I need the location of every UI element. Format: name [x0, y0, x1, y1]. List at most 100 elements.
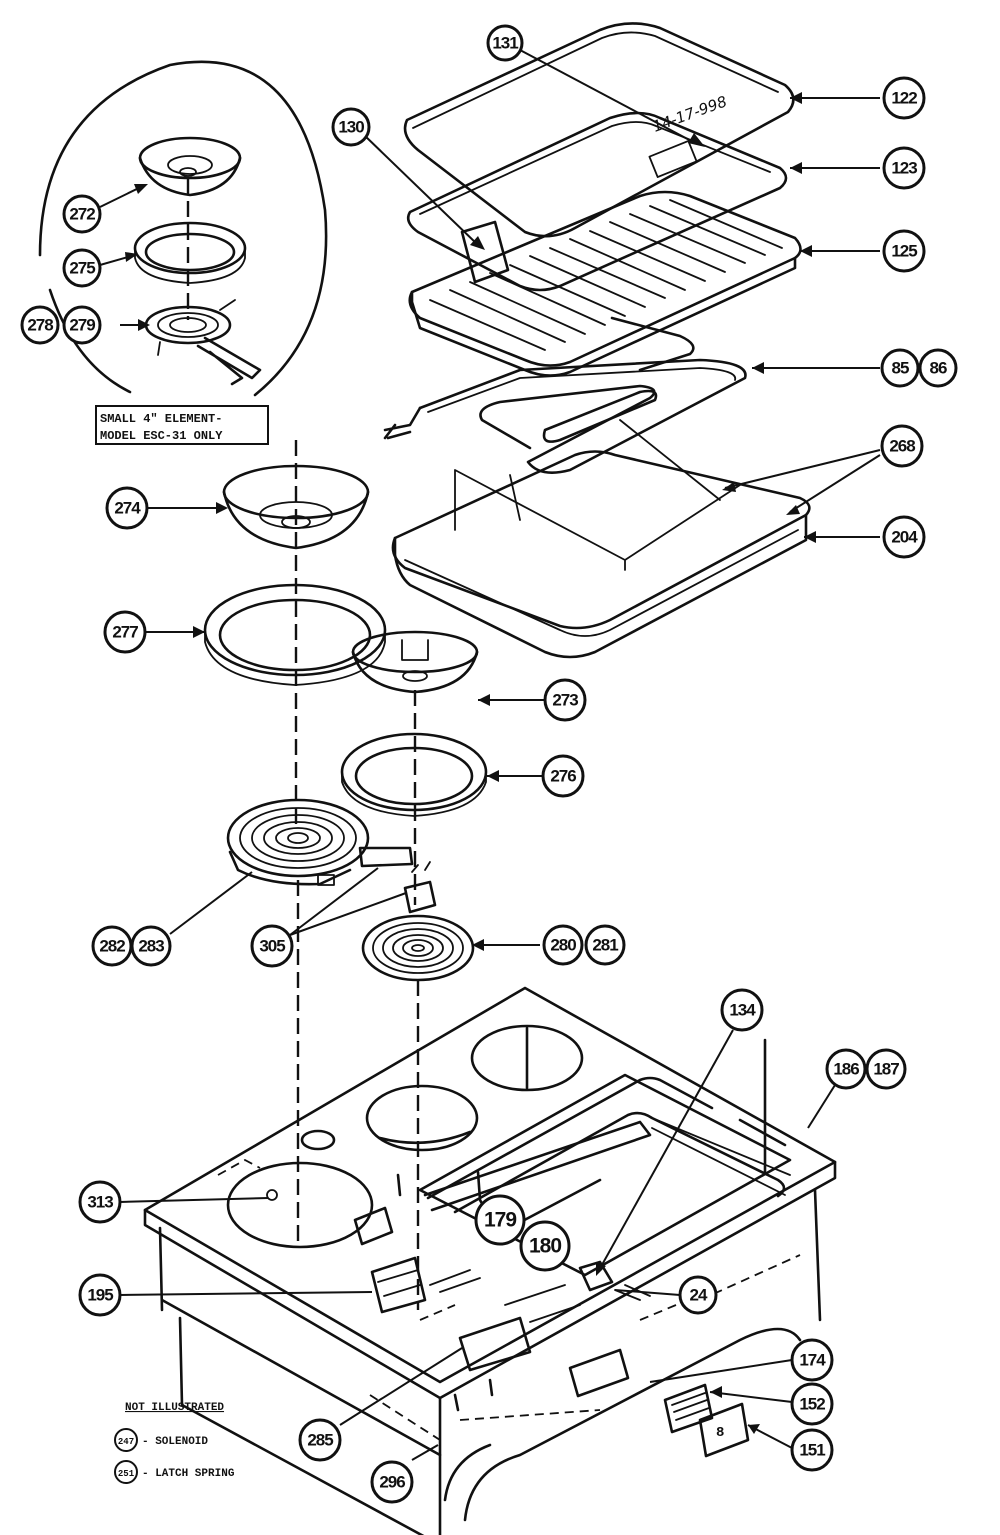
callout-277: 277: [103, 610, 147, 654]
inset-note-line2: MODEL ESC-31 ONLY: [100, 429, 223, 443]
griddle-well: [418, 1038, 792, 1277]
cooktop-burner-openings: [217, 1024, 584, 1249]
callout-273: 273: [543, 678, 587, 722]
callout-179: 179: [474, 1194, 526, 1246]
inset-drip-bowl: [138, 136, 242, 197]
callout-313: 313: [78, 1180, 122, 1224]
callout-268: 268: [880, 424, 924, 468]
inset-note-box: SMALL 4" ELEMENT- MODEL ESC-31 ONLY: [95, 405, 269, 445]
callout-174: 174: [790, 1338, 834, 1382]
svg-text:122: 122: [891, 89, 917, 108]
svg-text:285: 285: [307, 1431, 333, 1450]
callout-279: 279: [62, 305, 102, 345]
not-illustrated-note: NOT ILLUSTRATED 247 - SOLENOID 251 - LAT…: [114, 1402, 235, 1484]
inset-trim-ring: [133, 221, 247, 284]
svg-text:275: 275: [69, 259, 95, 278]
svg-text:279: 279: [69, 316, 95, 335]
svg-text:283: 283: [138, 937, 164, 956]
griddle-cover: 14-17-998: [403, 22, 795, 238]
callout-195: 195: [78, 1273, 122, 1317]
svg-text:280: 280: [550, 936, 576, 955]
svg-text:179: 179: [484, 1209, 516, 1232]
callout-281: 281: [584, 924, 626, 966]
svg-text:125: 125: [891, 242, 917, 261]
leader-lines: [99, 49, 881, 1461]
callout-187: 187: [865, 1048, 907, 1090]
svg-text:85: 85: [892, 359, 909, 378]
svg-text:123: 123: [891, 159, 917, 178]
svg-text:152: 152: [799, 1395, 825, 1414]
callout-151: 151: [790, 1428, 834, 1472]
terminal-block: [403, 861, 437, 914]
callout-278: 278: [20, 305, 60, 345]
svg-text:296: 296: [379, 1473, 405, 1492]
callout-125: 125: [882, 229, 926, 273]
callout-280: 280: [542, 924, 584, 966]
callout-283: 283: [130, 925, 172, 967]
inset-note-line1: SMALL 4" ELEMENT-: [100, 412, 222, 426]
svg-text:273: 273: [552, 691, 578, 710]
not-illustrated-heading: NOT ILLUSTRATED: [125, 1402, 224, 1414]
callout-204: 204: [882, 515, 926, 559]
svg-text:- SOLENOID: - SOLENOID: [142, 1436, 208, 1448]
small-surface-element: [361, 914, 475, 982]
svg-text:195: 195: [87, 1286, 113, 1305]
svg-text:272: 272: [69, 205, 95, 224]
drip-pan: [391, 419, 811, 659]
svg-text:180: 180: [529, 1235, 561, 1258]
inset-detail-circle: [38, 60, 328, 397]
callout-276: 276: [541, 754, 585, 798]
svg-text:186: 186: [833, 1060, 859, 1079]
svg-text:86: 86: [930, 359, 947, 378]
callout-186: 186: [825, 1048, 867, 1090]
griddle-heating-element: [383, 358, 747, 474]
callout-85: 85: [880, 348, 920, 388]
callout-305: 305: [250, 924, 294, 968]
svg-text:131: 131: [492, 34, 518, 53]
svg-text:281: 281: [592, 936, 618, 955]
inset-surface-element: [144, 299, 262, 386]
svg-text:151: 151: [799, 1441, 825, 1460]
svg-text:204: 204: [891, 528, 918, 547]
callout-180: 180: [519, 1220, 571, 1272]
callout-272: 272: [62, 194, 102, 234]
large-surface-element: [226, 798, 414, 886]
callout-130: 130: [331, 107, 371, 147]
svg-text:268: 268: [889, 437, 915, 456]
not-illustrated-item-251: 251 - LATCH SPRING: [114, 1460, 235, 1484]
svg-text:251: 251: [118, 1469, 135, 1479]
callout-123: 123: [882, 146, 926, 190]
callout-274: 274: [105, 486, 149, 530]
control-panel-components: [353, 1173, 801, 1441]
svg-text:276: 276: [550, 767, 576, 786]
svg-text:134: 134: [729, 1001, 756, 1020]
callout-152: 152: [790, 1382, 834, 1426]
callout-275: 275: [62, 248, 102, 288]
griddle-frame: [406, 111, 788, 292]
svg-text:282: 282: [99, 937, 125, 956]
svg-text:174: 174: [799, 1351, 826, 1370]
plate-mark: 8: [716, 1425, 724, 1441]
svg-text:130: 130: [338, 118, 364, 137]
control-plate: 8: [663, 1383, 750, 1458]
callout-134: 134: [720, 988, 764, 1032]
svg-text:- LATCH SPRING: - LATCH SPRING: [142, 1468, 235, 1480]
svg-text:274: 274: [114, 499, 141, 518]
callout-86: 86: [918, 348, 958, 388]
callout-282: 282: [91, 925, 133, 967]
svg-text:305: 305: [259, 937, 285, 956]
callout-122: 122: [882, 76, 926, 120]
cooktop-body: [143, 986, 837, 1535]
svg-text:24: 24: [690, 1286, 708, 1305]
svg-text:187: 187: [873, 1060, 899, 1079]
small-drip-bowl: [351, 630, 479, 694]
not-illustrated-item-247: 247 - SOLENOID: [114, 1428, 208, 1452]
svg-text:313: 313: [87, 1193, 113, 1212]
griddle-plate: [408, 190, 802, 377]
svg-text:278: 278: [27, 316, 53, 335]
svg-text:247: 247: [118, 1437, 134, 1447]
callout-285: 285: [298, 1418, 342, 1462]
svg-text:277: 277: [112, 623, 138, 642]
callout-131: 131: [486, 24, 524, 62]
